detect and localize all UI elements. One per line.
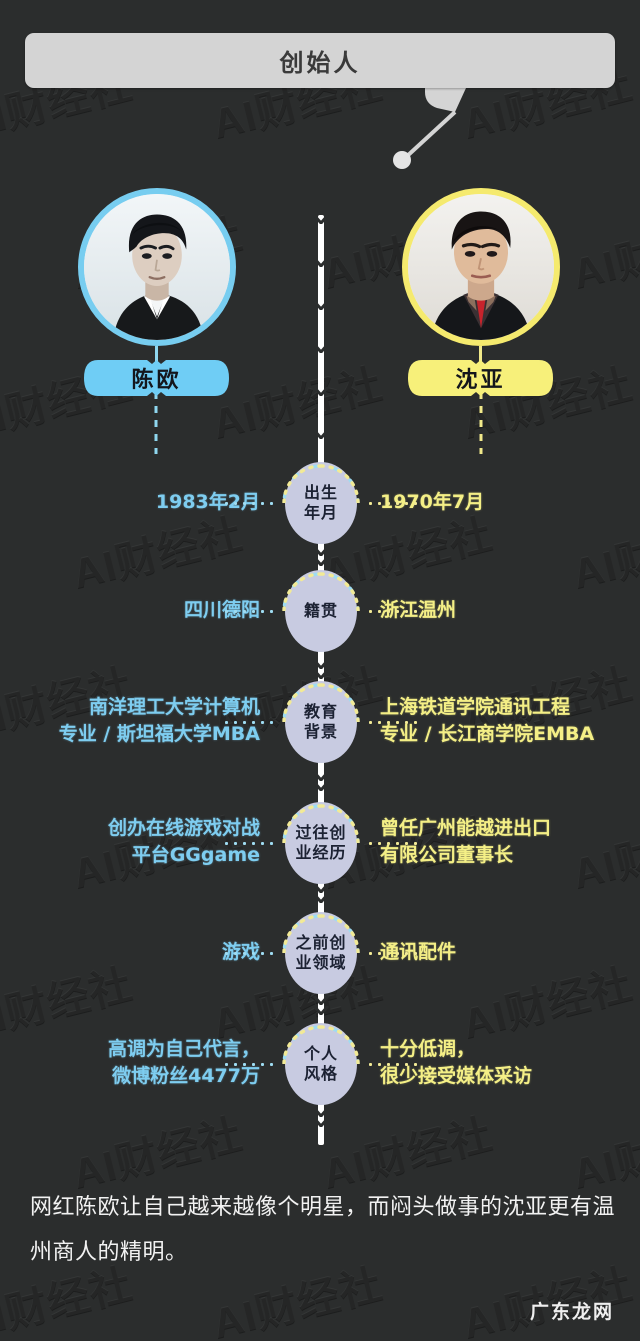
node-label: 出生 年月 (303, 483, 338, 522)
row-value-left: 1983年2月 (155, 490, 260, 513)
connector-dots-right (366, 501, 418, 506)
spine-chevron-icon (313, 996, 329, 1005)
name-pill-right: 沈亚 (408, 360, 553, 396)
spine-chevron-icon (313, 1006, 329, 1015)
row-value-right: 通讯配件 (380, 940, 457, 963)
node-label: 个人 风格 (303, 1044, 338, 1083)
node-ring-icon (282, 804, 360, 843)
connector-dots-right (366, 1062, 418, 1067)
spine-chevron-icon (313, 387, 329, 396)
title-banner: 创始人 (25, 33, 615, 88)
timeline-node: 教育 背景 (282, 678, 360, 766)
timeline-node: 之前创 业领域 (282, 909, 360, 997)
node-ring-icon (282, 914, 360, 953)
dashed-drops (154, 392, 483, 454)
node-label: 教育 背景 (303, 702, 338, 741)
connector-dots-left (222, 609, 274, 614)
connector-dots-right (366, 951, 418, 956)
node-ring-icon (282, 1025, 360, 1064)
spine-chevron-icon (313, 670, 329, 679)
row-value-right: 十分低调， 很少接受媒体采访 (380, 1038, 533, 1087)
node-label: 过往创 业经历 (295, 823, 347, 862)
name-pill-left: 陈欧 (84, 360, 229, 396)
connector-dots-right (366, 609, 418, 614)
timeline-node: 过往创 业经历 (282, 799, 360, 887)
spine-chevron-icon (313, 884, 329, 893)
connector-dots-right (366, 841, 418, 846)
connector-dots-left (222, 720, 274, 725)
node-ring-icon (282, 464, 360, 503)
spine-chevron-icon (313, 547, 329, 556)
watermark-text: AI财经社 (567, 209, 640, 298)
spine-chevron-icon (313, 1108, 329, 1117)
spine-chevron-icon (313, 660, 329, 669)
timeline-node: 个人 风格 (282, 1020, 360, 1108)
watermark-text: AI财经社 (567, 509, 640, 598)
node-label: 籍贯 (303, 601, 338, 620)
row-value-left: 高调为自己代言， 微博粉丝4477万 (107, 1038, 260, 1087)
timeline-spine (318, 215, 324, 1145)
timeline-node: 出生 年月 (282, 459, 360, 547)
timeline-node: 籍贯 (282, 567, 360, 655)
node-ring-icon (282, 572, 360, 611)
site-logo: 广东龙网 (529, 1301, 614, 1323)
watermark-text: AI财经社 (567, 809, 640, 898)
portrait-shen-ya (408, 194, 554, 340)
avatar-left (78, 188, 236, 346)
spine-chevron-icon (313, 1118, 329, 1127)
connector-dots-left (222, 501, 274, 506)
footer-caption: 网红陈欧让自己越来越像个明星，而闷头做事的沈亚更有温州商人的精明。 (30, 1195, 616, 1265)
page-title: 创始人 (279, 49, 361, 77)
row-value-left: 四川德阳 (184, 597, 260, 624)
pill-shape-right-icon (408, 360, 553, 396)
row-value-left: 南洋理工大学计算机 专业 / 斯坦福大学MBA (58, 696, 260, 745)
spine-chevron-icon (313, 344, 329, 353)
spine-chevron-icon (313, 772, 329, 781)
spine-chevron-icon (313, 301, 329, 310)
row-value-right: 1970年7月 (380, 490, 485, 513)
row-value-right: 浙江温州 (380, 598, 457, 621)
pill-shape-left-icon (84, 360, 229, 396)
avatar-right (402, 188, 560, 346)
spine-chevron-icon (313, 258, 329, 267)
name-left: 陈欧 (131, 368, 182, 393)
connector-dots-right (366, 720, 418, 725)
connector-dots-left (222, 841, 274, 846)
connector-right-avatar (479, 346, 482, 362)
row-value-left: 创办在线游戏对战 平台GGgame (107, 817, 260, 866)
connector-dots-left (222, 1062, 274, 1067)
spine-chevron-icon (313, 557, 329, 566)
connector-dots-left (222, 951, 274, 956)
node-ring-icon (282, 683, 360, 722)
connector-left-avatar (155, 346, 158, 362)
spine-chevron-icon (313, 430, 329, 439)
name-right: 沈亚 (455, 368, 506, 393)
spine-chevron-icon (313, 215, 329, 224)
portrait-chen-ou (84, 194, 230, 340)
banner-tail-icon (393, 86, 466, 169)
spine-chevron-icon (313, 782, 329, 791)
node-label: 之前创 业领域 (295, 933, 347, 972)
row-value-right: 曾任广州能越进出口 有限公司董事长 (380, 817, 552, 866)
row-value-right: 上海铁道学院通讯工程 专业 / 长江商学院EMBA (380, 696, 595, 745)
spine-chevron-icon (313, 894, 329, 903)
title-banner-group: 创始人 (0, 0, 640, 180)
